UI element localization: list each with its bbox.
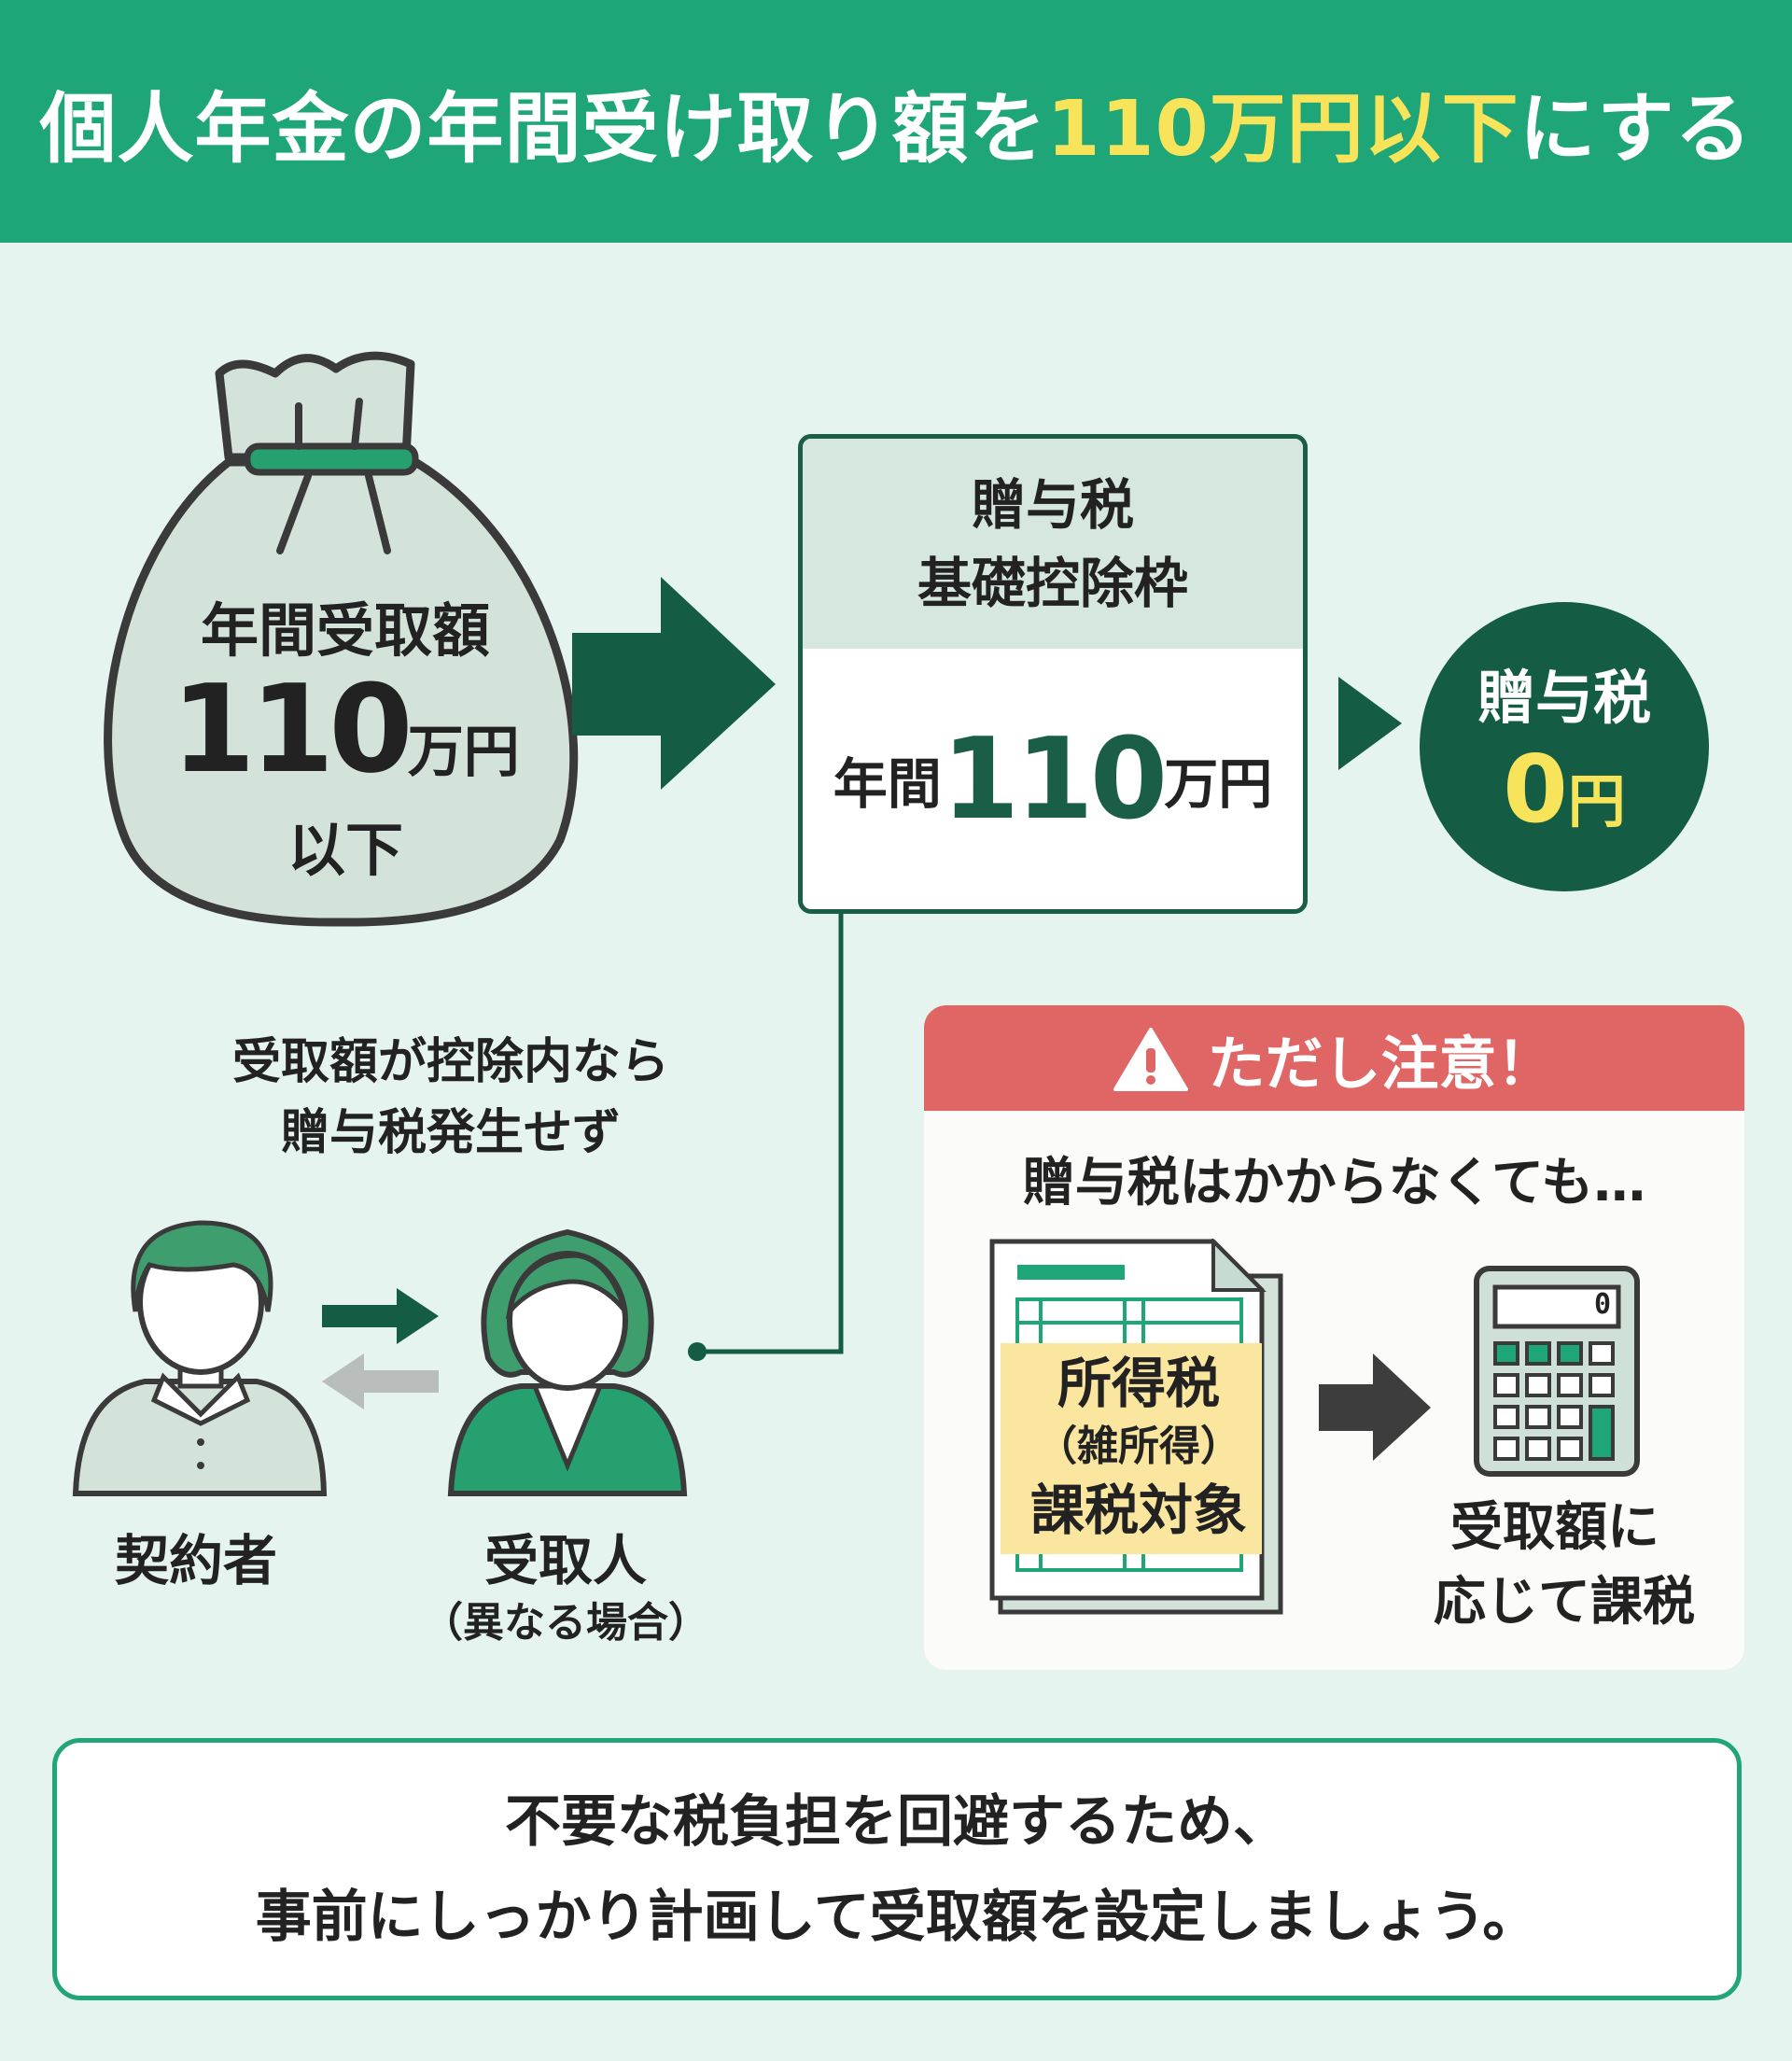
result-label: 贈与税 — [1477, 663, 1651, 732]
note-text: 受取額が控除内なら 贈与税発生せず — [171, 1027, 731, 1169]
tax-document-icon — [989, 1239, 1283, 1615]
bag-label: 年間受取額 — [200, 596, 490, 665]
calc-result-text: 受取額に 応じて課税 — [1434, 1491, 1695, 1640]
deduction-prefix: 年間 — [833, 752, 942, 816]
title-highlight: 110万円以下 — [1046, 84, 1519, 174]
deduction-title-line2: 基礎控除枠 — [917, 551, 1188, 615]
footer-line2: 事前にしっかり計画して受取額を設定しましょう。 — [255, 1884, 1539, 1950]
header-banner: 個人年金の年間受け取り額を110万円以下にする — [0, 0, 1792, 243]
bag-suffix: 以下 — [287, 816, 403, 884]
page-title: 個人年金の年間受け取り額を110万円以下にする — [39, 66, 1752, 177]
calc-result-line2: 応じて課税 — [1434, 1572, 1695, 1633]
recipient-label: 受取人 — [483, 1529, 647, 1592]
money-bag-icon — [104, 351, 579, 927]
title-prefix: 個人年金の年間受け取り額を — [39, 84, 1047, 174]
footer-line1: 不要な税負担を回避するため、 — [505, 1788, 1289, 1855]
note-line1: 受取額が控除内なら — [231, 1034, 669, 1090]
caution-card: ただし注意！ 贈与税はかからなくても… 所得税 （雑所得） 課税対象 0 — [924, 1005, 1744, 1670]
connector-line — [688, 914, 844, 1361]
arrow-right-dark-icon — [1319, 1353, 1431, 1461]
title-suffix: にする — [1519, 84, 1753, 174]
deduction-box-header: 贈与税 基礎控除枠 — [803, 439, 1303, 649]
calc-result-line1: 受取額に — [1450, 1497, 1659, 1558]
bag-amount-row: 110万円 — [98, 658, 593, 800]
result-amount: 0 — [1503, 734, 1568, 844]
result-circle: 贈与税 0円 — [1420, 602, 1709, 891]
doc-line2: （雑所得） — [1036, 1423, 1241, 1470]
arrow-right-icon — [572, 577, 776, 790]
result-unit: 円 — [1567, 766, 1626, 835]
result-amount-row: 0円 — [1503, 735, 1626, 844]
caution-title: ただし注意！ — [1207, 1029, 1555, 1098]
calculator-icon — [1474, 1266, 1640, 1477]
doc-text: 所得税 （雑所得） 課税対象 — [1003, 1349, 1274, 1545]
deduction-amount: 110 — [941, 714, 1168, 845]
caution-header: ただし注意！ — [924, 1005, 1744, 1111]
calculator-display: 0 — [1594, 1288, 1612, 1321]
small-arrow-icon — [1338, 677, 1402, 770]
contractor-person-icon — [72, 1220, 328, 1496]
bag-amount: 110 — [171, 658, 413, 800]
contractor-label: 契約者 — [114, 1529, 277, 1592]
footer-message-box: 不要な税負担を回避するため、 事前にしっかり計画して受取額を設定しましょう。 — [52, 1738, 1742, 2000]
doc-line3: 課税対象 — [1029, 1479, 1247, 1542]
exchange-arrows-icon — [322, 1288, 439, 1409]
note-line2: 贈与税発生せず — [280, 1105, 621, 1161]
caution-subtitle: 贈与税はかからなくても… — [1022, 1153, 1646, 1213]
warning-icon — [1113, 1027, 1189, 1091]
recipient-note: （異なる場合） — [422, 1599, 709, 1647]
recipient-person-icon — [447, 1228, 688, 1496]
deduction-unit: 万円 — [1164, 752, 1273, 816]
doc-line1: 所得税 — [1057, 1352, 1220, 1415]
bag-unit: 万円 — [407, 720, 520, 785]
deduction-title-line1: 贈与税 — [971, 472, 1134, 537]
